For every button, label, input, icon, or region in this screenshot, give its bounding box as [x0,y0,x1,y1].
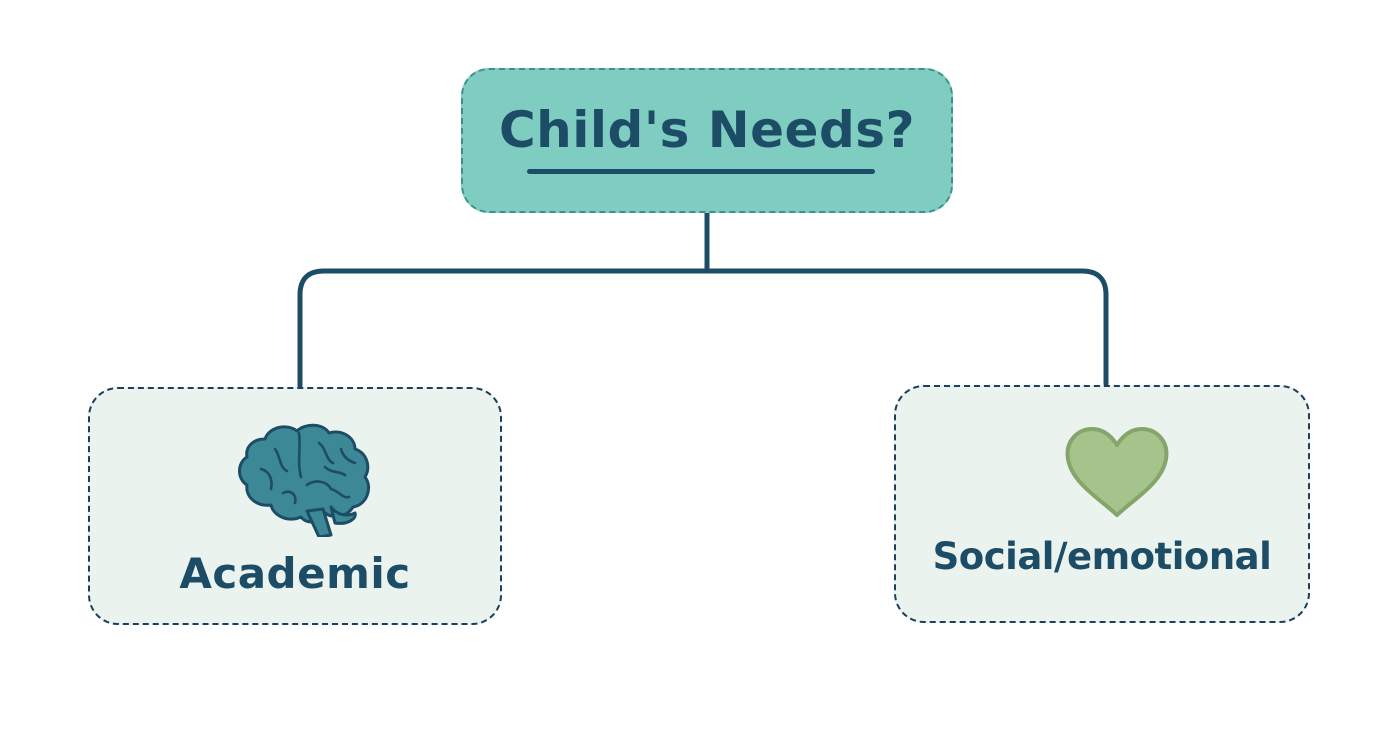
brain-icon [238,423,370,537]
root-title: Child's Needs? [498,101,916,159]
child-label-social-emotional: Social/emotional [932,535,1272,578]
child-node-academic: Academic [88,387,502,625]
heart-icon [1065,427,1169,517]
root-node: Child's Needs? [461,68,953,213]
root-underline [527,169,875,174]
child-node-social-emotional: Social/emotional [894,385,1310,623]
child-label-academic: Academic [179,549,411,598]
connector-branch [297,268,1109,389]
